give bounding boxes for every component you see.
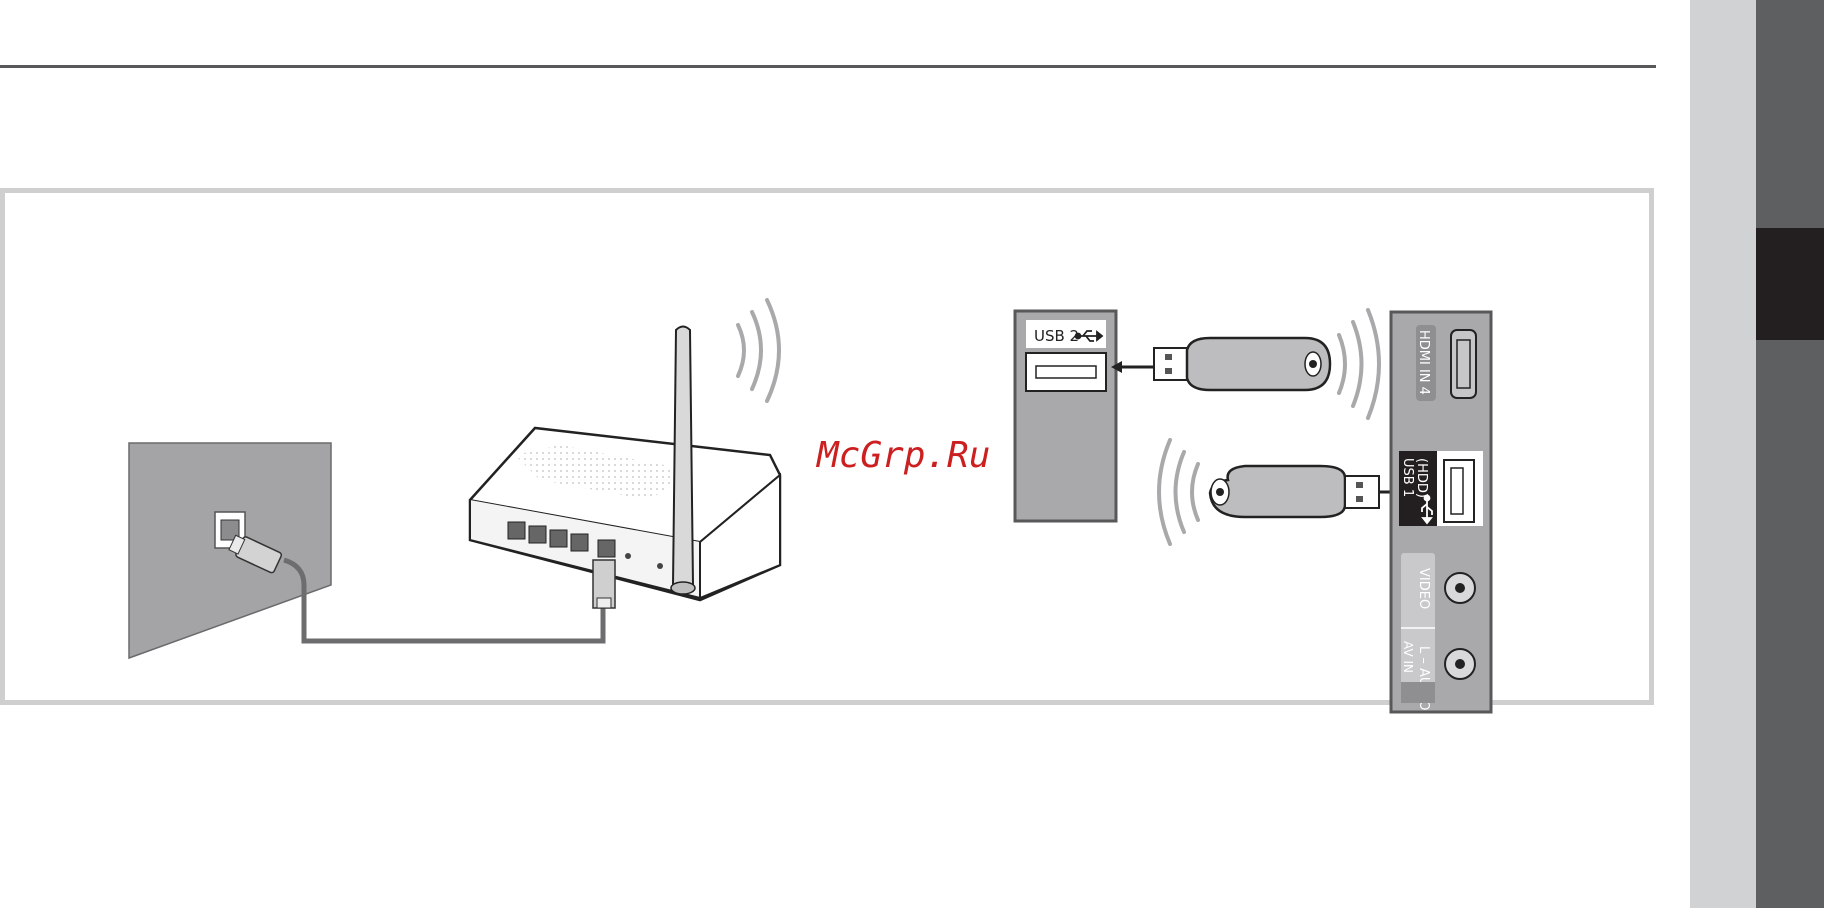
video-label: VIDEO <box>1416 568 1431 609</box>
tv-rear-panel: HDMI IN 4 USB 1 (HDD) VIDEO L – AUDIO AV… <box>1391 312 1491 712</box>
usb1-hdd-label: (HDD) <box>1414 458 1429 498</box>
usb2-label: USB 2 <box>1034 327 1079 345</box>
watermark: McGrp.Ru <box>815 435 990 476</box>
wifi-signal-icon <box>738 300 779 401</box>
lan-cable <box>284 560 603 641</box>
usb2-panel: USB 2 <box>1015 311 1116 521</box>
hdmi-in-4-label: HDMI IN 4 <box>1416 330 1431 395</box>
usb-stick-icon <box>1210 466 1379 517</box>
wifi-signal-icon <box>1159 440 1198 544</box>
av-in-label: AV IN <box>1401 641 1415 673</box>
wall-socket-icon <box>129 443 331 658</box>
router-icon <box>470 327 780 609</box>
wifi-signal-icon <box>1339 310 1379 418</box>
usb1-label: USB 1 <box>1400 458 1415 497</box>
usb-stick-icon <box>1154 338 1330 390</box>
